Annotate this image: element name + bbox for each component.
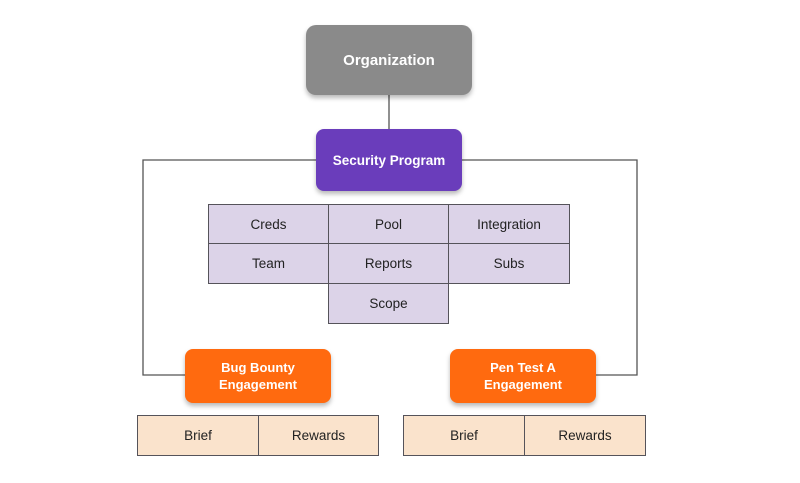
security-program-label: Security Program — [332, 152, 446, 168]
feature-creds: Creds — [208, 204, 329, 244]
pen-test-engagement-label: Pen Test A Engagement — [483, 360, 562, 392]
feature-integration: Integration — [448, 204, 570, 244]
security-program-node: Security Program — [316, 129, 462, 191]
pen-test-engagement-node: Pen Test A Engagement — [450, 349, 596, 403]
feature-pool: Pool — [328, 204, 449, 244]
bug-bounty-engagement-label: Bug Bounty Engagement — [218, 360, 297, 392]
bug-bounty-brief: Brief — [137, 415, 259, 456]
pen-test-rewards: Rewards — [524, 415, 646, 456]
organization-node: Organization — [306, 25, 472, 95]
organization-label: Organization — [343, 51, 435, 69]
feature-team: Team — [208, 243, 329, 284]
feature-scope: Scope — [328, 283, 449, 324]
pen-test-brief: Brief — [403, 415, 525, 456]
feature-subs: Subs — [448, 243, 570, 284]
bug-bounty-engagement-node: Bug Bounty Engagement — [185, 349, 331, 403]
bug-bounty-rewards: Rewards — [258, 415, 379, 456]
program-to-pen-test-connector — [462, 159, 638, 376]
feature-reports: Reports — [328, 243, 449, 284]
program-to-bug-bounty-connector — [142, 159, 316, 376]
